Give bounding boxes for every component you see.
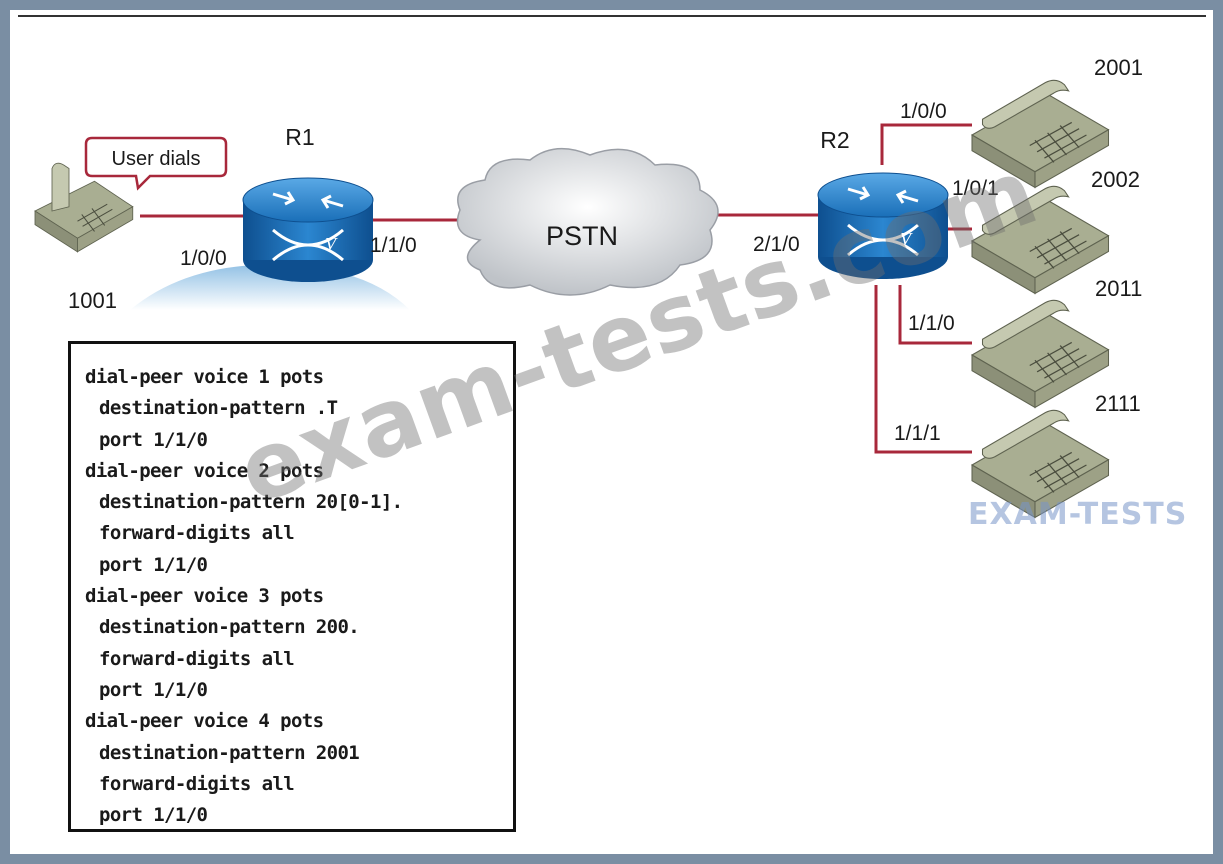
pstn-cloud-icon: PSTN — [456, 147, 719, 296]
config-line: dial-peer voice 1 pots — [85, 366, 324, 388]
phone-number-2001: 2001 — [1094, 55, 1143, 80]
r1-router-icon: V — [242, 177, 374, 282]
config-line: destination-pattern 200. — [99, 616, 360, 639]
config-line: dial-peer voice 4 pots — [85, 710, 324, 733]
config-line: forward-digits all — [99, 522, 295, 545]
config-line: dial-peer voice 3 pots — [85, 585, 324, 608]
port-r2-2002: 1/0/1 — [952, 177, 999, 200]
r1-label: R1 — [285, 124, 314, 150]
link-r2-2111 — [874, 285, 972, 454]
phone-2002-icon — [971, 185, 1110, 295]
network-diagram: User dials V V — [18, 15, 1206, 519]
config-line: destination-pattern .T — [99, 397, 338, 420]
config-line: forward-digits all — [99, 647, 295, 670]
callout-text: User dials — [112, 148, 201, 170]
user-dials-callout: User dials — [84, 136, 228, 191]
phone-number-2011: 2011 — [1095, 276, 1142, 301]
diagram-frame: User dials V V — [10, 10, 1213, 854]
dial-peer-config-box: dial-peer voice 1 pots destination-patter… — [68, 341, 516, 832]
port-r2-2011: 1/1/0 — [908, 312, 955, 335]
phone-number-2111: 2111 — [1095, 391, 1141, 416]
link-r2-2011 — [898, 285, 972, 345]
link-r2-2001 — [880, 123, 972, 165]
phone-2011-icon — [971, 299, 1110, 409]
config-line: port 1/1/0 — [99, 804, 208, 827]
config-line: destination-pattern 20[0-1]. — [99, 491, 403, 514]
port-r2-2111: 1/1/1 — [894, 422, 941, 445]
svg-text:V: V — [325, 234, 338, 254]
config-line: port 1/1/0 — [99, 553, 208, 576]
config-line: forward-digits all — [99, 772, 295, 795]
config-line: destination-pattern 2001 — [99, 741, 360, 764]
phone-2111-icon — [971, 409, 1110, 519]
links — [140, 123, 972, 454]
port-r2-pstn: 2/1/0 — [753, 233, 800, 256]
config-line: port 1/1/0 — [99, 428, 208, 451]
r2-router-icon: V — [817, 172, 949, 279]
svg-text:V: V — [900, 229, 913, 249]
config-line: dial-peer voice 2 pots — [85, 459, 324, 482]
phone-2001-icon — [971, 79, 1110, 189]
phone-number-1001: 1001 — [68, 288, 117, 313]
config-line: port 1/1/0 — [99, 678, 208, 701]
r2-label: R2 — [820, 127, 849, 153]
phone-number-2002: 2002 — [1091, 167, 1140, 192]
caller-phone-icon — [34, 162, 134, 253]
port-r1-phone: 1/0/0 — [180, 247, 227, 270]
port-r2-2001: 1/0/0 — [900, 100, 947, 123]
port-r1-pstn: 1/1/0 — [370, 234, 417, 257]
pstn-label: PSTN — [546, 221, 618, 251]
